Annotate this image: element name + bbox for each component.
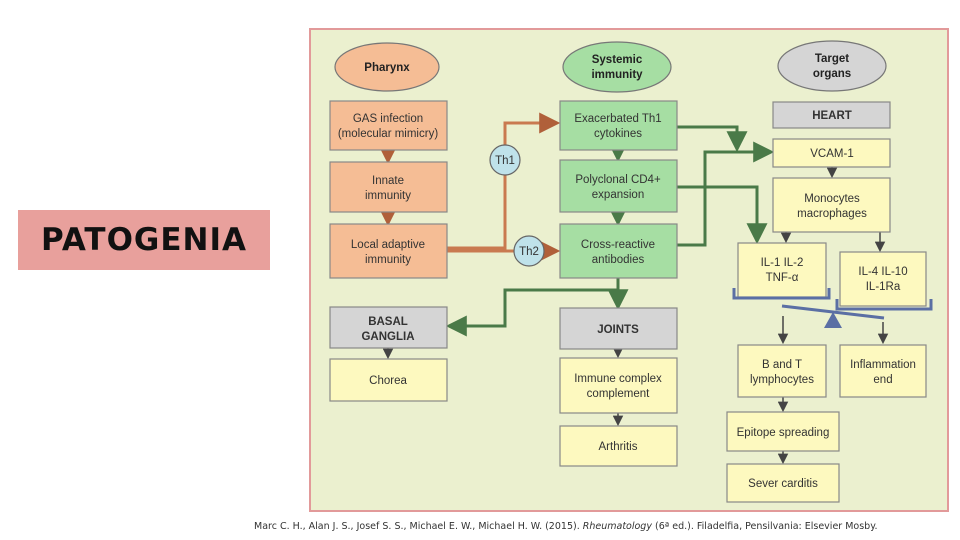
citation-edition: (6ª ed.). Filadelfia, Pensilvania: Elsev… (655, 521, 878, 532)
systemic-label-2: immunity (591, 69, 643, 81)
citation-book-title: Rheumatology (582, 521, 652, 532)
arrow-local-to-th1 (447, 112, 561, 250)
svg-text:Systemic: Systemic (592, 54, 643, 66)
svg-text:complement: complement (587, 388, 650, 400)
slide-title: PATOGENIA (40, 222, 248, 258)
svg-text:antibodies: antibodies (592, 254, 645, 266)
column-header-pharynx: Pharynx (334, 42, 440, 92)
arrow-cross-to-basal (445, 288, 618, 337)
th1-badge-label: Th1 (495, 155, 515, 167)
arrow-th1-to-vcam (677, 125, 748, 153)
column-header-systemic-immunity: Systemic immunity (562, 41, 672, 93)
svg-text:cytokines: cytokines (594, 128, 642, 140)
svg-text:Innate: Innate (372, 175, 404, 187)
svg-text:(molecular mimicry): (molecular mimicry) (338, 128, 438, 140)
node-exacerbated-th1: Exacerbated Th1 cytokines (559, 100, 678, 151)
column-header-target-organs: Target organs (777, 40, 887, 92)
balance-pan-left (732, 288, 831, 300)
node-heart: HEART (772, 101, 891, 129)
svg-text:GAS infection: GAS infection (353, 113, 423, 125)
svg-text:Cross-reactive: Cross-reactive (581, 239, 655, 251)
node-il-proinflammatory: IL-1 IL-2 TNF-α (737, 242, 827, 298)
node-local-adaptive-immunity: Local adaptive immunity (329, 223, 448, 279)
svg-text:immunity: immunity (365, 254, 411, 266)
svg-text:Epitope spreading: Epitope spreading (737, 427, 830, 439)
svg-text:Chorea: Chorea (369, 375, 407, 387)
svg-text:Arthritis: Arthritis (599, 441, 638, 453)
svg-text:BASAL: BASAL (368, 316, 408, 328)
th2-badge-label: Th2 (519, 246, 539, 258)
target-label-1: Target (815, 53, 849, 65)
svg-text:Sever carditis: Sever carditis (748, 478, 818, 490)
node-monocytes-macrophages: Monocytes macrophages (772, 177, 891, 233)
svg-text:HEART: HEART (812, 110, 852, 122)
svg-text:end: end (873, 374, 892, 386)
node-joints: JOINTS (559, 307, 678, 350)
svg-text:TNF-α: TNF-α (766, 272, 799, 284)
reference-citation: Marc C. H., Alan J. S., Josef S. S., Mic… (254, 521, 954, 532)
svg-text:organs: organs (813, 68, 851, 80)
balance-fulcrum (824, 312, 842, 328)
svg-text:lymphocytes: lymphocytes (750, 374, 814, 386)
node-il-antiinflammatory: IL-4 IL-10 IL-1Ra (839, 251, 927, 307)
node-inflammation-end: Inflammation end (839, 344, 927, 398)
svg-text:VCAM-1: VCAM-1 (810, 148, 853, 160)
arrow-cd4-to-il1 (677, 185, 768, 245)
svg-text:IL-1Ra: IL-1Ra (866, 281, 901, 293)
balance-pan-right (835, 299, 933, 311)
svg-text:B and T: B and T (762, 359, 802, 371)
node-chorea: Chorea (329, 358, 448, 402)
th2-badge: Th2 (513, 235, 545, 267)
svg-text:Inflammation: Inflammation (850, 359, 916, 371)
svg-text:Pharynx: Pharynx (364, 62, 410, 74)
svg-text:JOINTS: JOINTS (597, 324, 639, 336)
node-bt-lymphocytes: B and T lymphocytes (737, 344, 827, 398)
svg-text:Immune complex: Immune complex (574, 373, 662, 385)
node-epitope-spreading: Epitope spreading (726, 411, 840, 452)
node-polyclonal-cd4: Polyclonal CD4+ expansion (559, 159, 678, 213)
target-label-2: organs (813, 68, 851, 80)
connectors (377, 112, 889, 465)
node-basal-ganglia: BASAL GANGLIA (329, 306, 448, 349)
node-severe-carditis: Sever carditis (726, 463, 840, 503)
svg-text:expansion: expansion (592, 189, 644, 201)
node-immune-complex: Immune complex complement (559, 357, 678, 414)
node-gas-infection: GAS infection (molecular mimicry) (329, 100, 448, 151)
svg-text:Monocytes: Monocytes (804, 193, 860, 205)
arrow-cross-to-vcam (677, 141, 775, 247)
cytokine-balance-scale (732, 288, 933, 328)
svg-text:immunity: immunity (365, 190, 411, 202)
node-arthritis: Arthritis (559, 425, 678, 467)
svg-text:immunity: immunity (591, 69, 643, 81)
systemic-label-1: Systemic (592, 54, 643, 66)
svg-text:Exacerbated Th1: Exacerbated Th1 (574, 113, 661, 125)
svg-text:IL-1 IL-2: IL-1 IL-2 (761, 257, 804, 269)
svg-text:Target: Target (815, 53, 849, 65)
svg-text:GANGLIA: GANGLIA (361, 331, 414, 343)
node-cross-reactive-antibodies: Cross-reactive antibodies (559, 223, 678, 279)
pharynx-label: Pharynx (364, 62, 410, 74)
slide-title-box: PATOGENIA (18, 210, 270, 270)
svg-text:macrophages: macrophages (797, 208, 867, 220)
node-innate-immunity: Innate immunity (329, 161, 448, 213)
node-vcam-1: VCAM-1 (772, 138, 891, 168)
citation-authors: Marc C. H., Alan J. S., Josef S. S., Mic… (254, 521, 580, 532)
svg-text:Local adaptive: Local adaptive (351, 239, 425, 251)
th1-badge: Th1 (489, 144, 521, 176)
svg-text:IL-4 IL-10: IL-4 IL-10 (858, 266, 907, 278)
svg-text:Polyclonal CD4+: Polyclonal CD4+ (575, 174, 661, 186)
